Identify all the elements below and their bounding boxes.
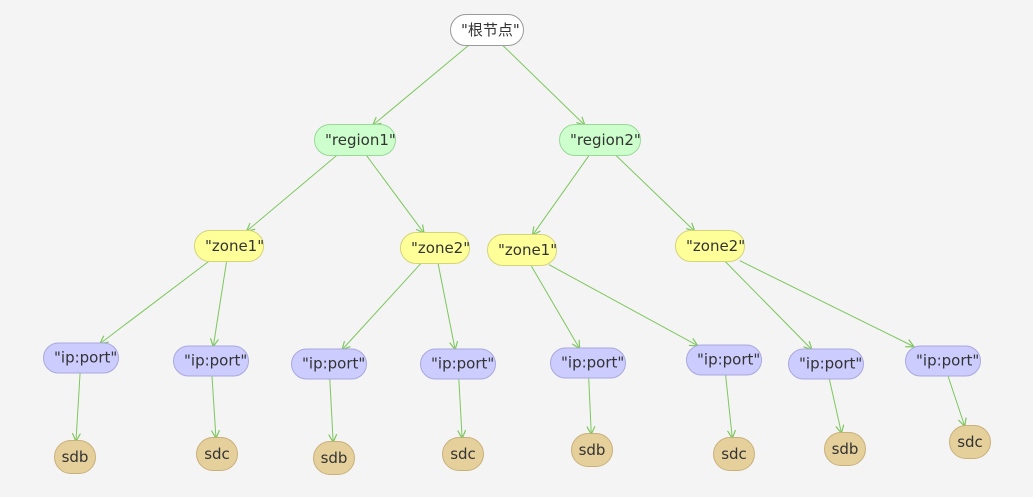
host-node[interactable]: "ip:port" [905, 345, 981, 377]
edge-arrow [947, 375, 965, 426]
edge-arrow [437, 262, 455, 350]
edge-arrow [724, 260, 812, 350]
disk-node[interactable]: sdb [824, 432, 866, 466]
disk-node[interactable]: sdc [196, 437, 238, 471]
edge-arrow [548, 264, 698, 346]
region2-zone2-node[interactable]: "zone2" [675, 230, 745, 262]
region2-node[interactable]: "region2" [559, 124, 641, 156]
edge-arrow [76, 372, 80, 441]
edge-arrow [614, 154, 694, 232]
edge-arrow [213, 260, 228, 347]
region1-node[interactable]: "region1" [314, 124, 396, 156]
disk-node[interactable]: sdb [571, 433, 613, 467]
disk-node[interactable]: sdc [713, 437, 755, 471]
edge-arrow [725, 374, 733, 438]
edge-arrow [212, 375, 216, 438]
host-node[interactable]: "ip:port" [291, 348, 367, 380]
host-node[interactable]: "ip:port" [420, 348, 496, 380]
region2-zone1-node[interactable]: "zone1" [487, 234, 557, 266]
disk-node[interactable]: sdc [442, 437, 484, 471]
region1-zone1-node[interactable]: "zone1" [194, 230, 264, 262]
host-node[interactable]: "ip:port" [686, 344, 762, 376]
edge-arrow [100, 260, 210, 344]
edge-arrow [501, 44, 585, 126]
host-node[interactable]: "ip:port" [43, 342, 119, 374]
region1-zone2-node[interactable]: "zone2" [400, 232, 470, 264]
edge-arrow [532, 154, 590, 236]
host-node[interactable]: "ip:port" [173, 345, 249, 377]
root-node[interactable]: "根节点" [450, 14, 524, 46]
edge-arrow [828, 378, 841, 433]
edge-arrow [246, 154, 338, 232]
disk-node[interactable]: sdc [949, 425, 991, 459]
edge-arrow [530, 264, 580, 349]
disk-node[interactable]: sdb [313, 441, 355, 475]
disk-node[interactable]: sdb [54, 440, 96, 474]
edge-arrow [589, 377, 592, 434]
edge-arrow [342, 262, 422, 350]
edge-arrow [739, 260, 914, 347]
edge-arrow [365, 154, 424, 234]
host-node[interactable]: "ip:port" [550, 347, 626, 379]
edge-arrow [330, 378, 333, 442]
edge-arrow [459, 378, 462, 438]
host-node[interactable]: "ip:port" [788, 348, 864, 380]
edge-arrow [373, 44, 470, 126]
